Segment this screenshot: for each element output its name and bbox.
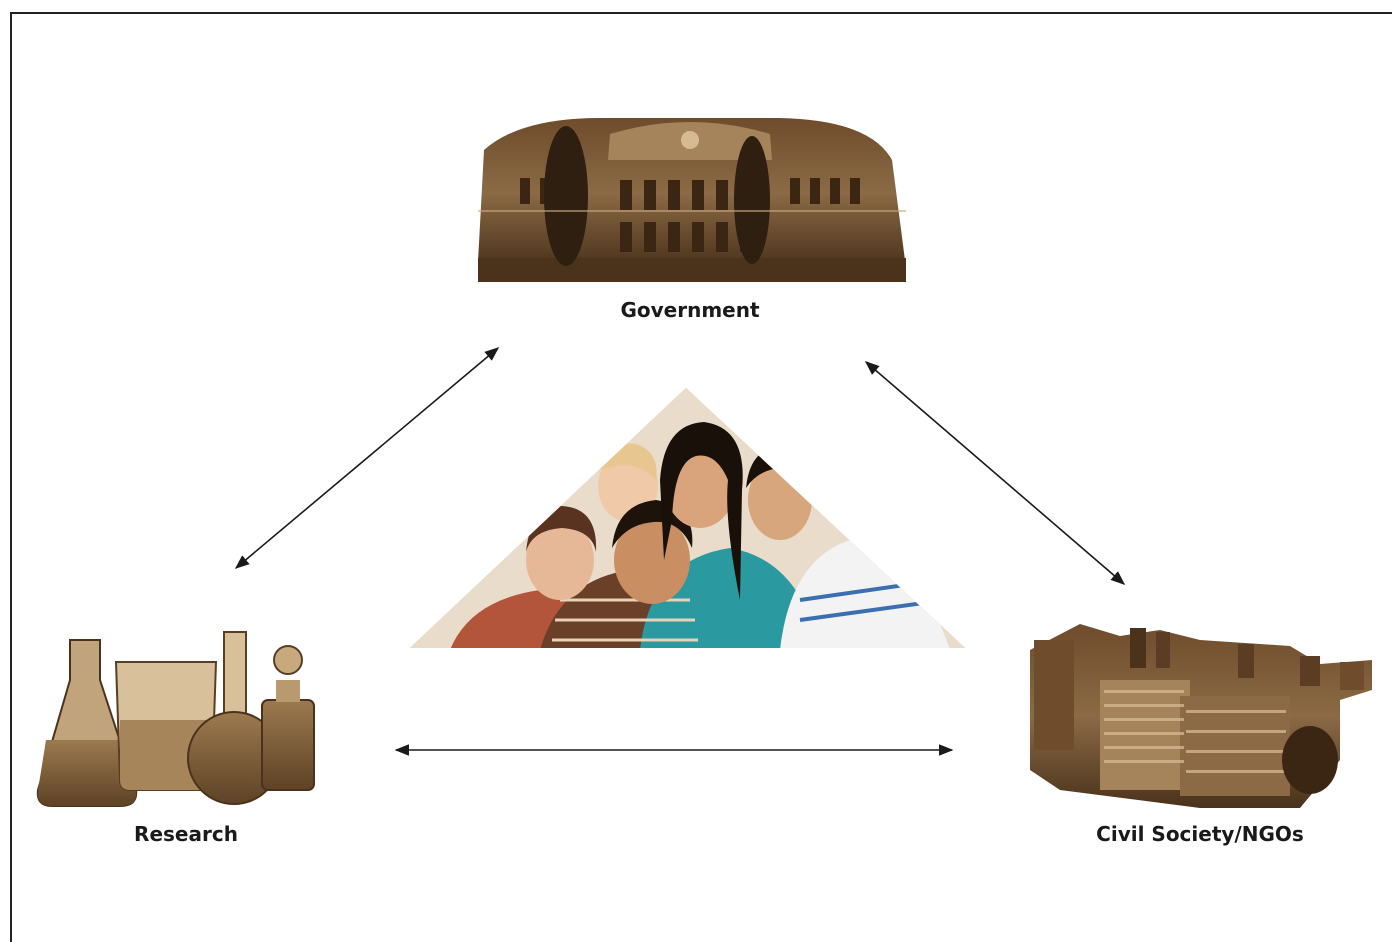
city-buildings-icon — [1030, 624, 1372, 808]
research-label: Research — [134, 822, 238, 846]
arrow-government-civil — [864, 361, 1126, 585]
youth-group-photo — [410, 388, 965, 648]
lab-glassware-icon — [36, 631, 315, 807]
arrow-research-government — [234, 347, 500, 569]
parliament-building-icon — [478, 118, 906, 282]
civil-society-label: Civil Society/NGOs — [1096, 822, 1304, 846]
government-label: Government — [620, 298, 760, 322]
diagram-frame — [10, 12, 1392, 942]
